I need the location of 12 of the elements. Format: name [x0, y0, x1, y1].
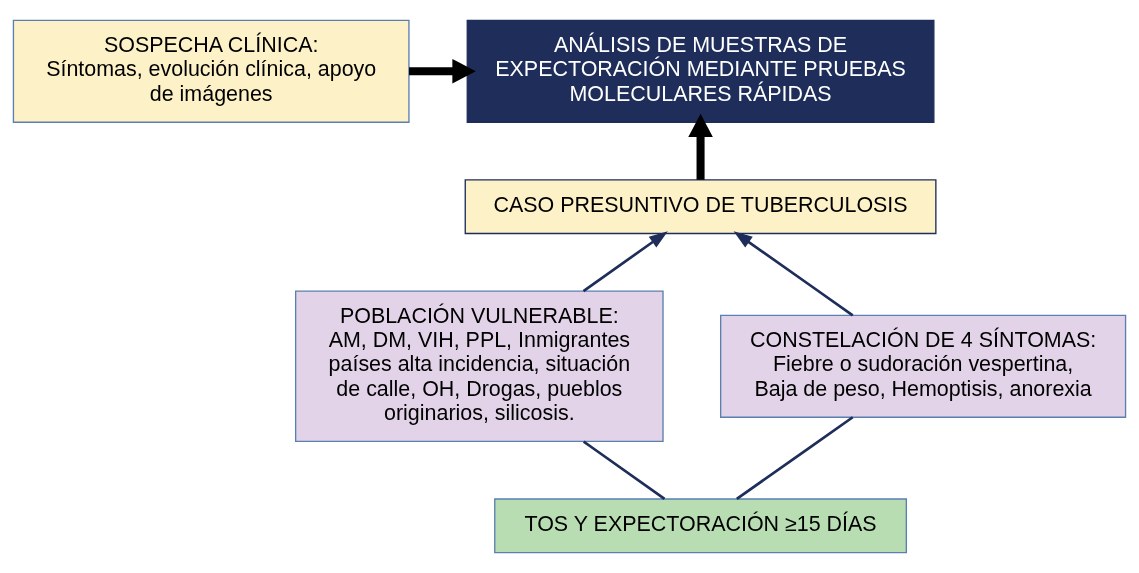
- node-box: CASO PRESUNTIVO DE TUBERCULOSIS: [464, 179, 937, 235]
- arrow: [409, 59, 476, 84]
- arrow: [582, 231, 668, 293]
- node-box: POBLACIÓN VULNERABLE: AM, DM, VIH, PPL, Inmigrantes países alta incidencia, situación de calle, OH, Drogas, pueblos originarios, silicosis.: [294, 290, 664, 443]
- arrow: [688, 113, 713, 180]
- node-box: CONSTELACIÓN DE 4 SÍNTOMAS: Fiebre o sudoración vespertina, Baja de peso, Hemoptisis, anorexia: [720, 314, 1127, 418]
- node-box: TOS Y EXPECTORACIÓN ≥15 DÍAS: [494, 498, 908, 554]
- connector: [736, 416, 854, 501]
- arrow: [733, 231, 854, 317]
- node-box: SOSPECHA CLÍNICA: Síntomas, evolución clínica, apoyo de imágenes: [12, 19, 410, 123]
- connector: [582, 440, 666, 501]
- node-box: ANÁLISIS DE MUESTRAS DE EXPECTORACIÓN MEDIANTE PRUEBAS MOLECULARES RÁPIDAS: [466, 19, 935, 123]
